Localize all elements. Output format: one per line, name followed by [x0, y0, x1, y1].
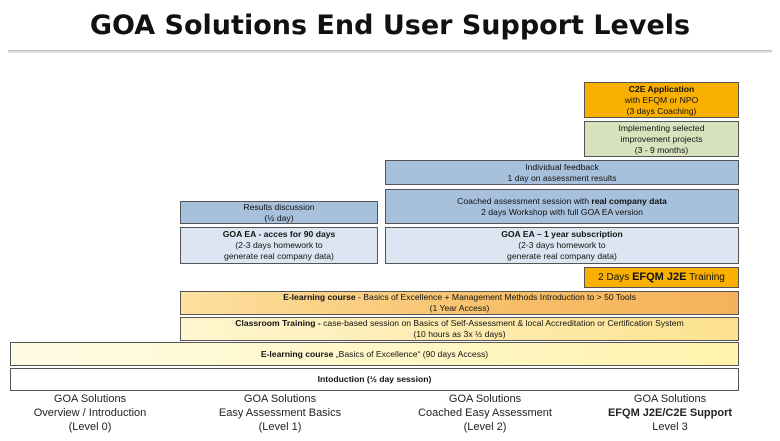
introduction-bar: Intoduction (½ day session) — [10, 368, 739, 391]
elearning-tools-bar: E-learning course - Basics of Excellence… — [180, 291, 739, 315]
c2e-application-box: C2E Application with EFQM or NPO (3 days… — [584, 82, 739, 118]
level-0-label: GOA Solutions Overview / Introduction (L… — [33, 393, 147, 433]
elearning-basics-bar: E-learning course „Basics of Excellence“… — [10, 342, 739, 366]
page-title: GOA Solutions End User Support Levels — [89, 10, 691, 41]
implementing-projects-box: Implementing selected improvement projec… — [584, 121, 739, 157]
classroom-training-bar: Classroom Training - case-based session … — [180, 317, 739, 341]
goa-ea-90-days-box: GOA EA - acces for 90 days (2-3 days hom… — [180, 227, 378, 264]
coached-assessment-box: Coached assessment session with real com… — [385, 189, 739, 224]
level-3-label: GOA Solutions EFQM J2E/C2E Support Level… — [607, 393, 733, 433]
results-discussion-box: Results discussion (½ day) — [180, 201, 378, 224]
efqm-j2e-training-box: 2 Days EFQM J2E Training — [584, 267, 739, 288]
level-2-label: GOA Solutions Coached Easy Assessment (L… — [418, 393, 552, 433]
title-divider — [8, 50, 772, 53]
goa-ea-1-year-box: GOA EA – 1 year subscription (2-3 days h… — [385, 227, 739, 264]
individual-feedback-box: Individual feedback 1 day on assessment … — [385, 160, 739, 185]
level-1-label: GOA Solutions Easy Assessment Basics (Le… — [218, 393, 342, 433]
